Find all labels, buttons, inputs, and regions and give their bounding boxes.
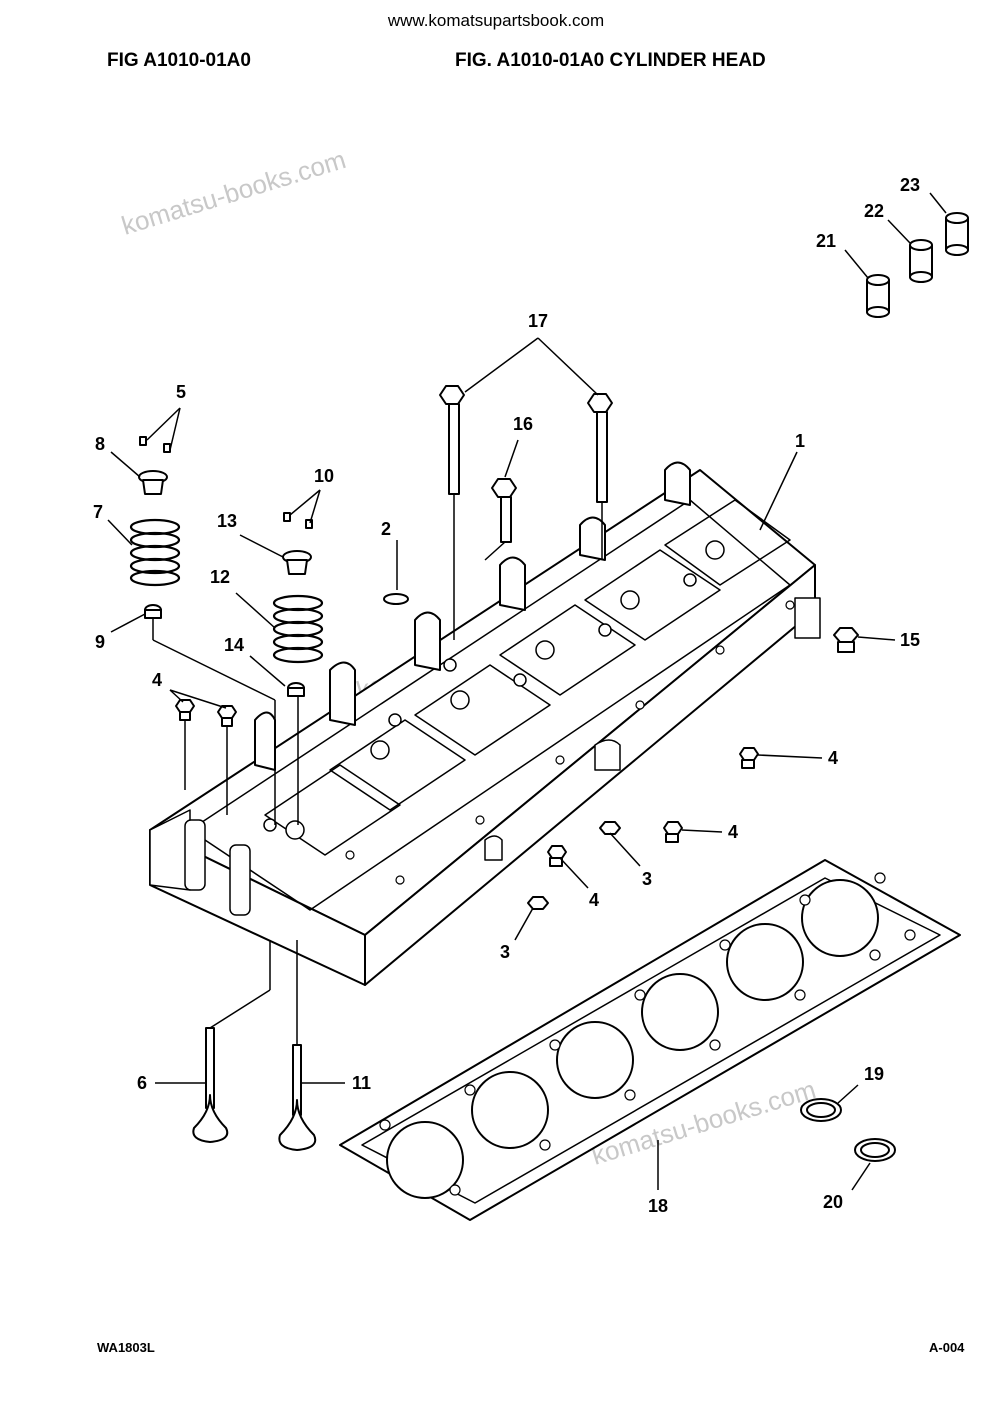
callout-7: 7	[93, 502, 103, 522]
callout-17: 17	[528, 311, 548, 331]
head-bolt-short	[491, 478, 517, 543]
cylinder-head-block	[149, 461, 821, 986]
plug-15	[833, 627, 859, 653]
callout-18: 18	[648, 1196, 668, 1216]
figure-title: FIG. A1010-01A0 CYLINDER HEAD	[455, 50, 766, 71]
callout-22: 22	[864, 201, 884, 221]
callout-14: 14	[224, 635, 244, 655]
callout-19: 19	[864, 1064, 884, 1084]
callout-21: 21	[816, 231, 836, 251]
plug-4-b	[217, 705, 237, 727]
intake-valve-spring-stack	[272, 512, 324, 697]
callout-1: 1	[795, 431, 805, 451]
exhaust-valve-spring-stack	[129, 436, 181, 619]
plug-4-e	[547, 845, 567, 867]
intake-valve	[278, 1044, 317, 1151]
source-url: www.komatsupartsbook.com	[387, 11, 605, 30]
figure-number: FIG A1010-01A0	[107, 50, 251, 71]
callout-4-b: 4	[828, 748, 838, 768]
callout-13: 13	[217, 511, 237, 531]
callout-10: 10	[314, 466, 334, 486]
sleeve-21	[866, 274, 890, 318]
sleeve-23	[945, 212, 969, 256]
callout-4-c: 4	[728, 822, 738, 842]
exhaust-valve	[192, 1027, 229, 1143]
watermark-top: komatsu-books.com	[118, 144, 349, 241]
callout-9: 9	[95, 632, 105, 652]
leader-lines	[107, 192, 947, 1191]
callout-6: 6	[137, 1073, 147, 1093]
callout-5: 5	[176, 382, 186, 402]
callout-labels: 1 2 3 3 4 4 4 4 4 5 6 7 8 9 10 11 12 13 …	[93, 175, 920, 1216]
callout-23: 23	[900, 175, 920, 195]
plug-3-a	[599, 821, 621, 835]
seal-ring	[383, 593, 409, 605]
callout-20: 20	[823, 1192, 843, 1212]
callout-11: 11	[352, 1073, 371, 1093]
footer-code: WA1803L	[97, 1340, 155, 1355]
head-gasket	[339, 859, 961, 1221]
head-bolt-long-left	[439, 385, 465, 495]
callout-4-d: 4	[589, 890, 599, 910]
callout-12: 12	[210, 567, 230, 587]
callout-8: 8	[95, 434, 105, 454]
head-bolt-long-right	[587, 393, 613, 503]
plug-4-a	[175, 699, 195, 721]
sleeve-22	[909, 239, 933, 283]
plug-4-d	[663, 821, 683, 843]
callout-16: 16	[513, 414, 533, 434]
callout-2: 2	[381, 519, 391, 539]
plug-3-b	[527, 896, 549, 910]
callout-3-b: 3	[500, 942, 510, 962]
callout-3-a: 3	[642, 869, 652, 889]
seal-ring-19	[800, 1098, 842, 1122]
callout-4-a: 4	[152, 670, 162, 690]
seal-ring-20	[854, 1138, 896, 1162]
plug-4-c	[739, 747, 759, 769]
page-number: A-004	[929, 1340, 965, 1355]
callout-15: 15	[900, 630, 920, 650]
